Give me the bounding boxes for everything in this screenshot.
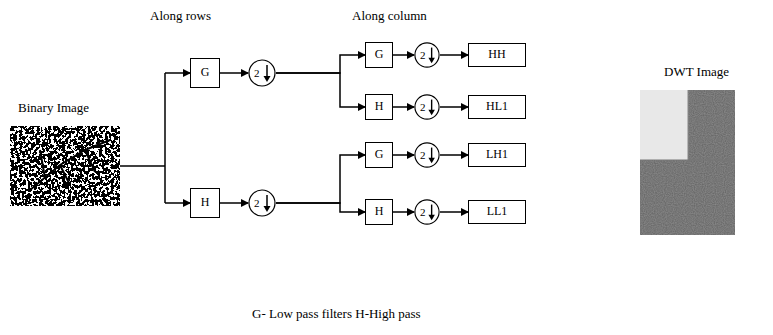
factor-number: 2	[248, 67, 260, 79]
filter-box: G	[365, 142, 393, 168]
downsample-circle: 2	[414, 199, 440, 225]
box-label: H	[375, 205, 384, 218]
signal-arrow	[440, 211, 468, 213]
binary-image	[10, 126, 120, 206]
signal-arrow	[276, 203, 365, 212]
signal-arrow	[393, 54, 414, 56]
signal-arrow	[440, 106, 468, 108]
box-label: H	[375, 100, 384, 113]
box-label: HH	[488, 48, 505, 61]
subband-box: LL1	[468, 200, 526, 224]
filter-box: H	[365, 199, 393, 225]
factor-number: 2	[414, 101, 426, 113]
box-label: LH1	[486, 148, 508, 161]
downsample-circle: 2	[414, 142, 440, 168]
image-label: Binary Image	[18, 100, 89, 116]
downsample-symbol	[414, 94, 440, 120]
dwt-image	[640, 90, 735, 235]
signal-arrow	[393, 106, 414, 108]
box-label: H	[201, 196, 210, 209]
signal-arrow	[220, 202, 248, 204]
factor-number: 2	[248, 197, 260, 209]
box-label: LL1	[487, 205, 508, 218]
downsample-circle: 2	[414, 94, 440, 120]
downsample-circle: 2	[248, 59, 276, 87]
input-wire	[120, 73, 190, 203]
signal-arrow	[276, 55, 365, 73]
downsample-circle: 2	[248, 189, 276, 217]
box-label: HL1	[486, 100, 508, 113]
image-label: DWT Image	[664, 64, 729, 80]
subband-box: HH	[468, 43, 526, 67]
downsample-circle: 2	[414, 42, 440, 68]
filter-box: G	[190, 58, 220, 88]
filter-box: H	[365, 94, 393, 120]
downsample-symbol	[248, 189, 276, 217]
signal-arrow	[276, 155, 365, 203]
box-label: G	[375, 148, 384, 161]
signal-arrow	[393, 211, 414, 213]
subband-box: HL1	[468, 95, 526, 119]
stage-heading: Along rows	[150, 8, 211, 24]
box-label: G	[201, 66, 210, 79]
factor-number: 2	[414, 49, 426, 61]
legend-note: G- Low pass filters H-High pass	[252, 306, 421, 322]
signal-arrow	[276, 73, 365, 107]
filter-box: G	[365, 42, 393, 68]
filter-box: H	[190, 188, 220, 218]
factor-number: 2	[414, 206, 426, 218]
signal-arrow	[393, 154, 414, 156]
stage-heading: Along column	[352, 8, 427, 24]
downsample-symbol	[414, 199, 440, 225]
downsample-symbol	[414, 42, 440, 68]
signal-arrow	[440, 54, 468, 56]
downsample-symbol	[248, 59, 276, 87]
downsample-symbol	[414, 142, 440, 168]
factor-number: 2	[414, 149, 426, 161]
signal-arrow	[220, 72, 248, 74]
signal-arrow	[440, 154, 468, 156]
subband-box: LH1	[468, 143, 526, 167]
box-label: G	[375, 48, 384, 61]
